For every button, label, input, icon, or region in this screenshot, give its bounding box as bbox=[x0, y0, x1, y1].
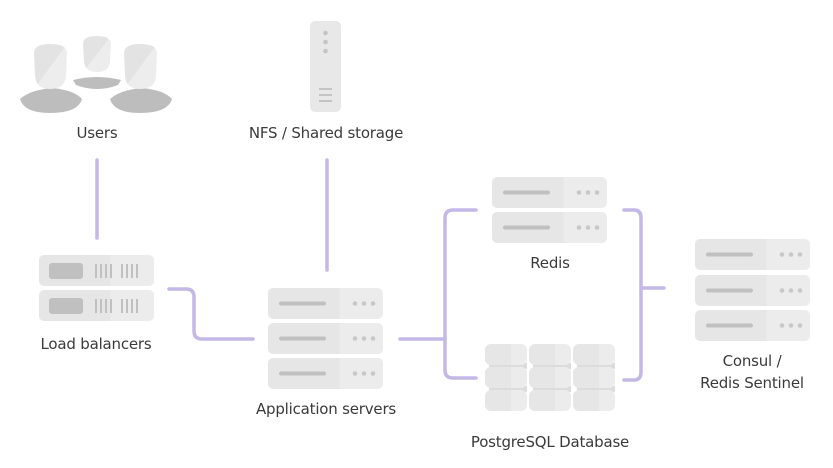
server-unit bbox=[268, 323, 383, 354]
load-balancer-unit bbox=[39, 255, 154, 286]
redis-icon bbox=[492, 177, 607, 243]
users-label: Users bbox=[76, 124, 118, 142]
server-unit bbox=[268, 288, 383, 319]
load-balancer-icon bbox=[39, 255, 154, 321]
load-balancers-label: Load balancers bbox=[40, 335, 152, 353]
edge-bracket-right bbox=[622, 208, 643, 382]
edge-bracket-left bbox=[443, 208, 478, 380]
redis-label: Redis bbox=[530, 254, 570, 272]
app-servers-icon bbox=[268, 288, 383, 389]
consul-label-line1: Consul / bbox=[722, 352, 782, 370]
nfs-label: NFS / Shared storage bbox=[248, 124, 404, 142]
server-unit bbox=[695, 239, 810, 270]
app-servers-label: Application servers bbox=[255, 400, 397, 418]
consul-label-line2: Redis Sentinel bbox=[700, 374, 804, 392]
postgres-icon bbox=[485, 344, 615, 411]
users-icon bbox=[20, 36, 172, 113]
consul-icon bbox=[695, 239, 810, 341]
server-unit bbox=[268, 358, 383, 389]
server-unit bbox=[695, 310, 810, 341]
server-unit bbox=[492, 212, 607, 243]
postgres-label: PostgreSQL Database bbox=[470, 433, 630, 451]
server-unit bbox=[492, 177, 607, 208]
load-balancer-unit bbox=[39, 290, 154, 321]
server-unit bbox=[695, 275, 810, 306]
edge-loadbalancers-appservers bbox=[167, 287, 255, 341]
storage-tower-icon bbox=[310, 21, 341, 112]
